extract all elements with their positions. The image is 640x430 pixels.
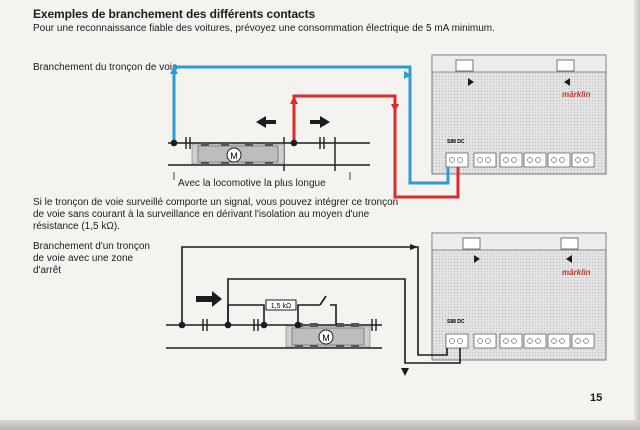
figure2-label: Branchement d'un tronçon de voie avec un… xyxy=(33,241,150,276)
arrow-right-icon xyxy=(196,291,222,307)
connection-point xyxy=(290,139,298,147)
arrow-up-icon xyxy=(170,66,178,74)
page-side-edge xyxy=(634,0,640,430)
figure1-caption: Avec la locomotive la plus longue xyxy=(178,178,326,189)
motor-symbol: M xyxy=(230,151,238,161)
connection-point xyxy=(170,139,178,147)
wire-black xyxy=(181,246,461,364)
page-number: 15 xyxy=(590,392,603,404)
terminal-strip xyxy=(445,333,595,349)
marklin-logo: märklin xyxy=(562,90,591,99)
page-bottom-edge xyxy=(0,420,640,430)
arrow-right-icon xyxy=(310,116,330,128)
terminal-screws xyxy=(449,157,589,163)
resistor-paragraph: Si le tronçon de voie surveillé comporte… xyxy=(33,197,399,232)
arrow-right-icon xyxy=(410,244,418,250)
arrow-right-icon xyxy=(468,78,474,86)
marklin-logo: märklin xyxy=(562,268,591,277)
module-slot xyxy=(455,59,474,72)
motor-symbol: M xyxy=(322,333,330,343)
module-slot xyxy=(560,237,579,250)
motor-icon xyxy=(226,147,242,163)
s88-module-1: märklin S88 DC xyxy=(431,54,607,175)
arrow-up-icon xyxy=(290,96,298,104)
arrow-right-icon xyxy=(474,255,480,263)
locomotive-2: M xyxy=(285,323,371,349)
page-title: Exemples de branchement des différents c… xyxy=(33,7,316,21)
track-2 xyxy=(166,319,382,349)
arrow-left-icon xyxy=(566,255,572,263)
figure1-diagram: märklin S88 DC xyxy=(168,54,607,199)
figure1-label: Branchement du tronçon de voie xyxy=(33,62,178,73)
caption-bracket xyxy=(173,172,351,180)
arrow-left-icon xyxy=(256,116,276,128)
resistor: 1,5 kΩ xyxy=(265,299,297,311)
connection-points xyxy=(178,321,302,329)
terminal-strip xyxy=(445,152,595,168)
motor-icon xyxy=(318,329,334,345)
resistor-value: 1,5 kΩ xyxy=(271,303,291,310)
s88-module-2: märklin S88 DC xyxy=(431,232,607,361)
page-subtitle: Pour une reconnaissance fiable des voitu… xyxy=(33,23,495,34)
figure2-diagram: märklin S88 DC xyxy=(166,232,607,376)
wire-blue xyxy=(172,65,450,185)
module-model-label: S88 DC xyxy=(447,319,465,325)
module-slot xyxy=(462,237,481,250)
locomotive-1: M xyxy=(191,142,285,166)
arrow-down-icon xyxy=(401,368,409,376)
terminal-screws xyxy=(449,338,589,344)
arrow-left-icon xyxy=(564,78,570,86)
module-model-label: S88 DC xyxy=(447,139,465,145)
arrow-right-icon xyxy=(404,71,412,79)
direction-arrows xyxy=(256,116,330,128)
arrow-down-icon xyxy=(391,104,399,112)
module-slot xyxy=(556,59,575,72)
